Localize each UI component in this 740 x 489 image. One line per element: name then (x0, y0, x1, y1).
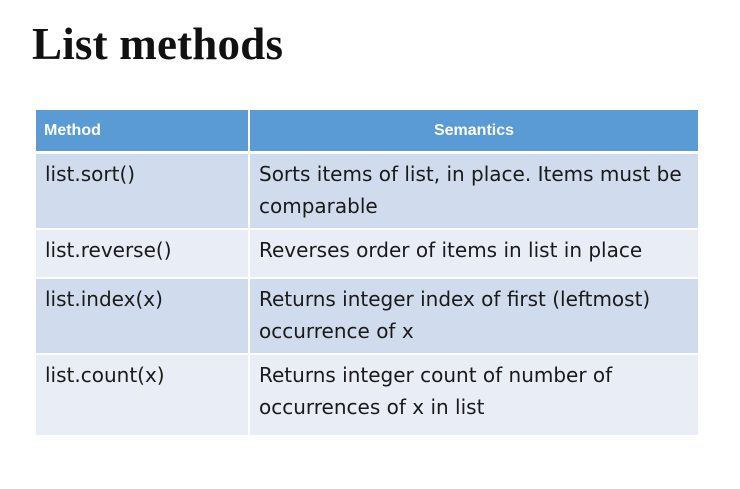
semantics-cell: Sorts items of list, in place. Items mus… (249, 152, 698, 230)
table-row: list.reverse() Reverses order of items i… (36, 229, 698, 279)
slide-title: List methods (32, 19, 284, 69)
method-cell: list.index(x) (36, 278, 250, 355)
method-cell: list.count(x) (36, 354, 250, 437)
table-row: list.index(x) Returns integer index of f… (36, 278, 698, 355)
table-header-row: Method Semantics (36, 110, 698, 154)
method-cell: list.reverse() (36, 229, 250, 279)
list-methods-table: Method Semantics list.sort() Sorts items… (36, 110, 698, 437)
header-method: Method (36, 110, 250, 154)
table-row: list.sort() Sorts items of list, in plac… (36, 152, 698, 230)
semantics-cell: Returns integer count of number of occur… (249, 354, 698, 437)
method-cell: list.sort() (36, 152, 250, 230)
semantics-cell: Returns integer index of first (leftmost… (249, 278, 698, 355)
header-semantics: Semantics (249, 110, 698, 154)
semantics-cell: Reverses order of items in list in place (249, 229, 698, 279)
table-row: list.count(x) Returns integer count of n… (36, 354, 698, 437)
